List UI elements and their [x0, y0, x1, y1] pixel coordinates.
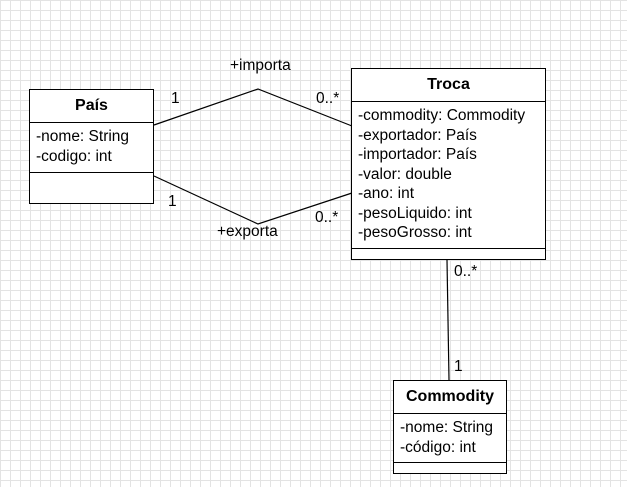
importa-association-line[interactable]: [153, 88, 353, 127]
class-troca[interactable]: Troca -commodity: Commodity -exportador:…: [351, 68, 546, 260]
attribute: -nome: String: [400, 419, 494, 436]
attribute: -importador: País: [358, 146, 477, 163]
class-pais[interactable]: País -nome: String -codigo: int: [29, 89, 154, 204]
importa-role-label: +importa: [230, 57, 291, 74]
exporta-source-multiplicity: 1: [168, 193, 177, 210]
class-troca-attributes: -commodity: Commodity -exportador: País …: [352, 102, 545, 249]
exporta-role-label: +exporta: [217, 223, 278, 240]
class-commodity-attributes: -nome: String -código: int: [394, 414, 506, 463]
class-commodity-title: Commodity: [394, 381, 506, 414]
troca-commodity-source-multiplicity: 0..*: [454, 263, 478, 280]
attribute: -valor: double: [358, 165, 452, 183]
class-commodity[interactable]: Commodity -nome: String -código: int: [393, 380, 507, 474]
class-troca-title: Troca: [352, 69, 545, 102]
class-pais-attributes: -nome: String -codigo: int: [30, 123, 153, 173]
class-pais-title: País: [30, 90, 153, 123]
attribute: -pesoLiquido: int: [358, 204, 472, 222]
attribute: -ano: int: [358, 185, 415, 202]
attribute: -exportador: País: [358, 126, 477, 144]
exporta-target-multiplicity: 0..*: [315, 209, 339, 226]
attribute: -código: int: [400, 438, 476, 456]
troca-commodity-association-line[interactable]: [446, 259, 450, 381]
troca-commodity-target-multiplicity: 1: [454, 358, 463, 375]
importa-source-multiplicity: 1: [171, 90, 180, 107]
attribute: -nome: String: [36, 128, 130, 145]
exporta-association-line[interactable]: [153, 175, 353, 225]
importa-target-multiplicity: 0..*: [316, 90, 340, 107]
attribute: -pesoGrosso: int: [358, 224, 472, 241]
attribute: -codigo: int: [36, 147, 112, 165]
attribute: -commodity: Commodity: [358, 107, 526, 124]
